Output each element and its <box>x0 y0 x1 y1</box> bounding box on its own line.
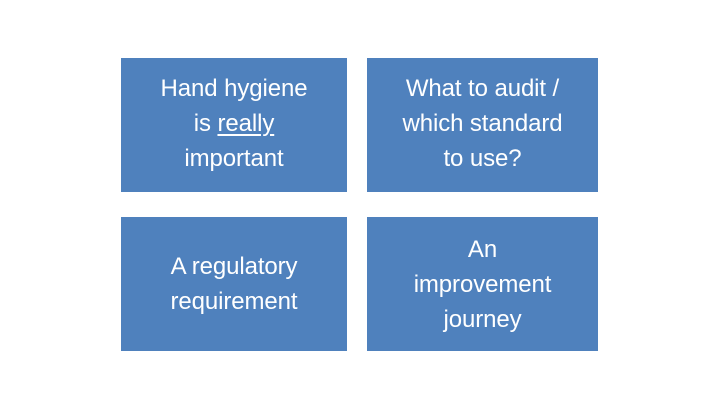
quadrant-card-improvement-journey[interactable]: An improvement journey <box>367 217 598 351</box>
quadrant-card-hand-hygiene-text: Hand hygiene is really important <box>127 71 341 176</box>
text-segment-emphasis-really: really <box>217 109 275 137</box>
quadrant-card-what-to-audit[interactable]: What to audit / which standard to use? <box>367 58 598 192</box>
quadrant-card-improvement-journey-text: An improvement journey <box>413 235 552 333</box>
quadrant-card-hand-hygiene[interactable]: Hand hygiene is really important <box>121 58 347 192</box>
text-segment-trailing: important <box>184 144 284 172</box>
quadrant-card-regulatory-requirement[interactable]: A regulatory requirement <box>121 217 347 351</box>
quadrant-card-regulatory-requirement-text: A regulatory requirement <box>170 253 298 315</box>
quadrant-card-what-to-audit-text: What to audit / which standard to use? <box>402 74 563 172</box>
text-segment-leading: Hand hygiene is <box>160 74 308 137</box>
